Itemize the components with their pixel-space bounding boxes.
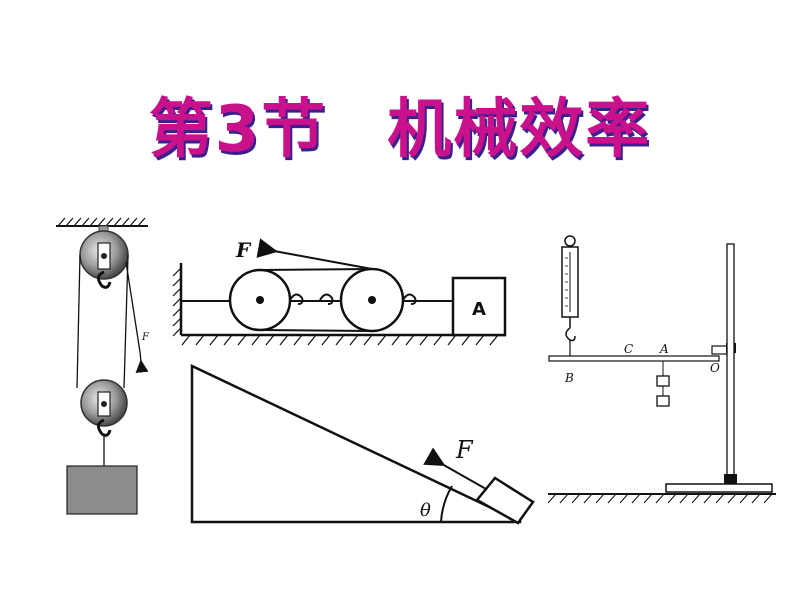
lever-figure: B C A O: [547, 235, 776, 504]
pulley-system-figure: F: [56, 217, 150, 515]
angle-arc: [440, 485, 453, 523]
rope-left: [76, 254, 81, 389]
angle-label: θ: [420, 500, 431, 521]
incline-plane-figure: θ F: [190, 364, 535, 525]
lever-bar: [548, 355, 720, 362]
ceiling-hatch: [57, 217, 146, 227]
hook-icon: [565, 327, 576, 342]
point-b-label: B: [564, 371, 574, 385]
weight-block: [66, 465, 138, 515]
point-a-label: A: [659, 342, 669, 356]
force-arrow: [256, 238, 373, 270]
horizontal-pull-figure: F A: [172, 238, 507, 346]
title-topic: 机械效率: [387, 93, 652, 167]
scale-ring: [564, 235, 576, 247]
hook-icon: [97, 270, 112, 289]
hook-icon: [97, 418, 112, 437]
point-c-label: C: [624, 342, 633, 356]
title-section: 第3节: [148, 93, 328, 167]
force-arrow: [423, 447, 487, 490]
point-o-label: O: [710, 361, 720, 375]
force-label: F: [235, 238, 252, 262]
incline-block: [475, 476, 535, 525]
force-label: F: [455, 436, 474, 464]
weight-top: [656, 375, 670, 387]
rope-right: [123, 254, 129, 389]
incline-triangle: [190, 364, 522, 524]
page-title: 第3节机械效率: [0, 78, 800, 170]
block-a-label: A: [472, 299, 486, 320]
weight-bottom: [656, 395, 670, 407]
stand-base: [665, 483, 773, 493]
force-label: F: [141, 332, 150, 343]
block-a: [451, 276, 507, 337]
stand-pole: [726, 243, 735, 479]
rope-pull: [125, 261, 141, 353]
